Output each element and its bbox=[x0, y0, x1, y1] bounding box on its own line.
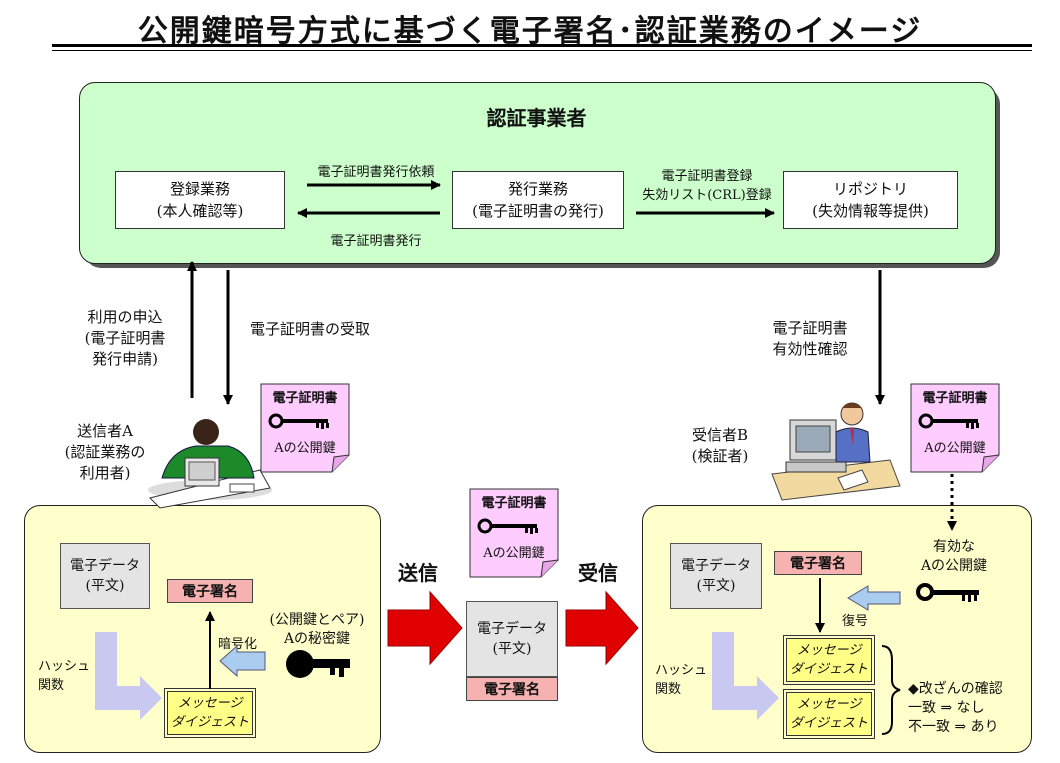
private-key-label: (公開鍵とペア) Aの秘密鍵 bbox=[269, 612, 365, 647]
send-arrow bbox=[387, 590, 463, 666]
certificate-shape bbox=[469, 488, 559, 578]
certificate-shape bbox=[910, 383, 1000, 473]
title-underline-thin bbox=[52, 50, 1032, 51]
registration-box: 登録業務 (本人確認等) bbox=[115, 171, 285, 229]
sender-person-icon bbox=[148, 419, 272, 509]
certificate-shape bbox=[260, 383, 350, 473]
certificate-title: 電子証明書 bbox=[922, 391, 988, 406]
certificate-title: 電子証明書 bbox=[481, 496, 547, 511]
page-title: 公開鍵暗号方式に基づく電子署名･認証業務のイメージ bbox=[137, 14, 923, 49]
transfer-data-box: 電子データ (平文) bbox=[466, 601, 558, 677]
sender-hash-label: ハッシュ 関数 bbox=[38, 659, 91, 693]
certificate-key: Aの公開鍵 bbox=[924, 441, 986, 456]
comparison-brace bbox=[881, 645, 901, 735]
ca-name: 認証事業者 bbox=[486, 106, 587, 130]
public-key-icon bbox=[916, 583, 979, 602]
register-label: 電子証明書登録 失効リスト(CRL)登録 bbox=[642, 169, 772, 203]
transfer-signature-box: 電子署名 bbox=[466, 677, 558, 701]
request-label: 電子証明書発行依頼 bbox=[317, 165, 435, 180]
receiver-hash-label: ハッシュ 関数 bbox=[655, 663, 708, 697]
sender-hash-arrow bbox=[95, 632, 162, 720]
decrypt-label: 復号 bbox=[842, 614, 869, 629]
send-label: 送信 bbox=[398, 561, 438, 585]
certificate-card: 電子証明書 Aの公開鍵 bbox=[910, 383, 1000, 473]
apply-label: 利用の申込 (電子証明書 発行申請) bbox=[84, 308, 166, 368]
receiver-digest-box-1: メッセージ ダイジェスト bbox=[783, 635, 875, 685]
receiver-person-icon bbox=[771, 402, 901, 501]
sender-signature-box: 電子署名 bbox=[167, 579, 253, 603]
certificate-card: 電子証明書 Aの公開鍵 bbox=[469, 488, 559, 578]
sender-data-box: 電子データ (平文) bbox=[60, 543, 150, 609]
valid-key-label: 有効な Aの公開鍵 bbox=[920, 539, 988, 574]
encrypt-label: 暗号化 bbox=[218, 637, 258, 652]
receiver-signature-box: 電子署名 bbox=[774, 551, 862, 575]
encrypt-arrow bbox=[219, 644, 266, 678]
receiver-hash-arrow bbox=[712, 632, 779, 720]
certificate-key: Aの公開鍵 bbox=[483, 546, 545, 561]
certificate-key: Aの公開鍵 bbox=[274, 441, 336, 456]
receive-label: 受信 bbox=[578, 561, 618, 585]
certificate-title: 電子証明書 bbox=[272, 391, 338, 406]
receiver-data-box: 電子データ (平文) bbox=[670, 543, 762, 609]
receiver-label: 受信者B (検証者) bbox=[691, 426, 749, 465]
receive-arrow bbox=[565, 590, 639, 666]
sender-label: 送信者A (認証業務の 利用者) bbox=[64, 422, 146, 482]
sender-digest-box: メッセージ ダイジェスト bbox=[164, 688, 256, 738]
repository-box: リポジトリ (失効情報等提供) bbox=[783, 171, 958, 229]
receiver-digest-box-2: メッセージ ダイジェスト bbox=[783, 689, 875, 739]
private-key-icon bbox=[286, 650, 350, 678]
issue-label: 電子証明書発行 bbox=[330, 234, 422, 249]
tamper-check-label: ◆改ざんの確認 一致 ⇒ なし 不一致 ⇒ あり bbox=[908, 681, 1003, 735]
issuance-box: 発行業務 (電子証明書の発行) bbox=[452, 171, 624, 229]
verify-label: 電子証明書 有効性確認 bbox=[772, 319, 848, 358]
receive-cert-label: 電子証明書の受取 bbox=[250, 320, 371, 338]
certificate-card: 電子証明書 Aの公開鍵 bbox=[260, 383, 350, 473]
decrypt-arrow bbox=[847, 585, 901, 611]
title-underline bbox=[52, 44, 1032, 47]
